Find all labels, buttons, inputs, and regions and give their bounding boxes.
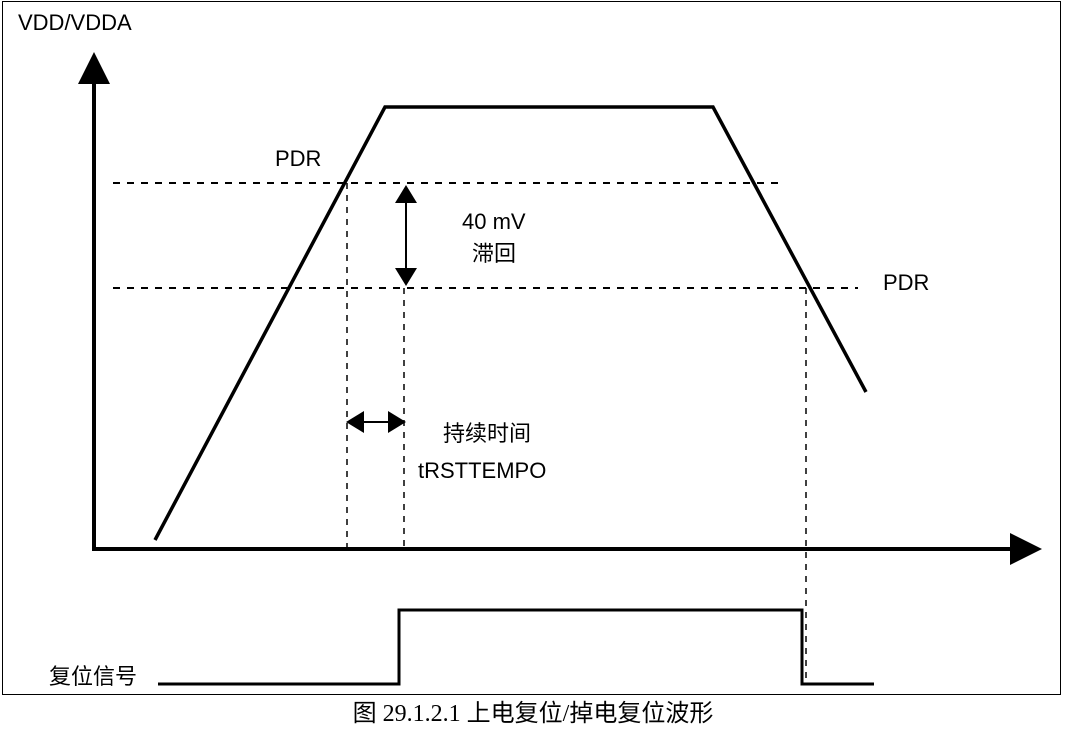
hysteresis-label: 滞回 bbox=[472, 241, 517, 266]
pdr-rising-label: PDR bbox=[275, 146, 322, 171]
duration-param: tRSTTEMPO bbox=[418, 458, 547, 483]
figure-frame bbox=[2, 1, 1061, 695]
hysteresis-arrow-bottom-head bbox=[395, 268, 417, 286]
y-axis-arrowhead bbox=[78, 52, 110, 84]
pdr-falling-label: PDR bbox=[883, 270, 930, 295]
duration-arrow-left-head bbox=[346, 411, 364, 433]
hysteresis-value: 40 mV bbox=[462, 209, 526, 234]
reset-signal-waveform bbox=[158, 608, 874, 686]
reset-signal-label: 复位信号 bbox=[49, 664, 138, 689]
x-axis-arrowhead bbox=[1010, 533, 1042, 565]
duration-label: 持续时间 bbox=[443, 421, 532, 446]
duration-arrow-right-head bbox=[388, 411, 406, 433]
hysteresis-arrow-top-head bbox=[395, 185, 417, 203]
y-axis-label: VDD/VDDA bbox=[18, 10, 132, 35]
figure-caption: 图 29.1.2.1 上电复位/掉电复位波形 bbox=[352, 701, 714, 727]
vdd-waveform bbox=[153, 105, 868, 541]
